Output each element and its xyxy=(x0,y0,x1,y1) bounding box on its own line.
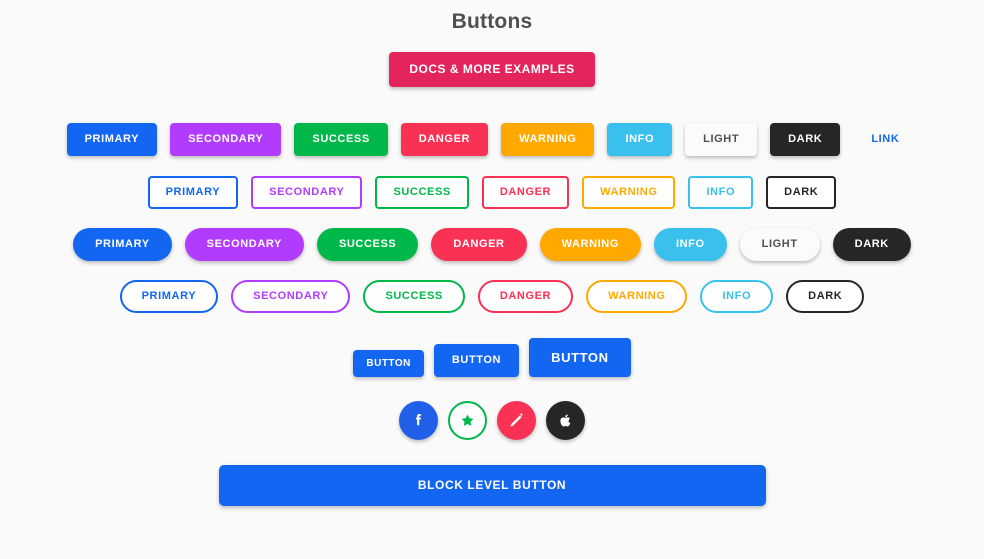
pill-button-light[interactable]: Light xyxy=(739,228,820,261)
button-large[interactable]: Button xyxy=(529,338,631,377)
pill-button-primary[interactable]: Primary xyxy=(73,228,172,261)
button-link[interactable]: Link xyxy=(853,123,917,156)
outline-button-success[interactable]: Success xyxy=(375,176,469,209)
page-title: Buttons xyxy=(451,10,533,33)
pill-outline-button-info[interactable]: Info xyxy=(700,280,774,313)
pill-outline-button-warning[interactable]: Warning xyxy=(586,280,688,313)
facebook-button[interactable] xyxy=(399,401,438,440)
pill-button-warning[interactable]: Warning xyxy=(539,228,641,261)
pill-buttons-row: Primary Secondary Success Danger Warning… xyxy=(73,228,911,261)
apple-icon xyxy=(557,412,574,429)
pill-button-info[interactable]: Info xyxy=(653,228,727,261)
pill-outline-button-dark[interactable]: Dark xyxy=(786,280,865,313)
button-medium[interactable]: Button xyxy=(433,344,520,377)
pill-outline-button-secondary[interactable]: Secondary xyxy=(231,280,351,313)
apple-button[interactable] xyxy=(546,401,585,440)
solid-buttons-row: Primary Secondary Success Danger Warning… xyxy=(66,123,918,156)
button-small[interactable]: Button xyxy=(353,350,424,377)
pencil-icon xyxy=(508,412,525,429)
star-button[interactable] xyxy=(448,401,487,440)
button-danger[interactable]: Danger xyxy=(400,123,489,156)
pill-button-dark[interactable]: Dark xyxy=(832,228,911,261)
outline-button-primary[interactable]: Primary xyxy=(147,176,239,209)
outline-buttons-row: Primary Secondary Success Danger Warning… xyxy=(147,176,837,209)
pill-outline-buttons-row: Primary Secondary Success Danger Warning… xyxy=(119,280,865,313)
button-success[interactable]: Success xyxy=(294,123,388,156)
outline-button-secondary[interactable]: Secondary xyxy=(251,176,363,209)
pill-button-danger[interactable]: Danger xyxy=(431,228,527,261)
outline-button-warning[interactable]: Warning xyxy=(582,176,676,209)
block-button-row: Block level button xyxy=(218,465,766,506)
pill-outline-button-danger[interactable]: Danger xyxy=(477,280,574,313)
facebook-icon xyxy=(409,411,428,430)
pill-button-secondary[interactable]: Secondary xyxy=(184,228,304,261)
button-secondary[interactable]: Secondary xyxy=(170,123,282,156)
docs-button-wrap: Docs & more examples xyxy=(389,52,595,87)
pill-outline-button-primary[interactable]: Primary xyxy=(119,280,219,313)
social-buttons-row xyxy=(399,401,585,440)
button-info[interactable]: Info xyxy=(607,123,673,156)
outline-button-dark[interactable]: Dark xyxy=(766,176,837,209)
pencil-button[interactable] xyxy=(497,401,536,440)
outline-button-info[interactable]: Info xyxy=(688,176,754,209)
pill-button-success[interactable]: Success xyxy=(316,228,419,261)
block-level-button[interactable]: Block level button xyxy=(218,465,766,506)
pill-outline-button-success[interactable]: Success xyxy=(363,280,465,313)
button-sizes-row: Button Button Button xyxy=(353,338,631,377)
button-dark[interactable]: Dark xyxy=(770,123,841,156)
docs-and-more-examples-button[interactable]: Docs & more examples xyxy=(389,52,595,87)
button-primary[interactable]: Primary xyxy=(66,123,158,156)
outline-button-danger[interactable]: Danger xyxy=(481,176,570,209)
button-warning[interactable]: Warning xyxy=(501,123,595,156)
star-icon xyxy=(459,412,476,429)
button-light[interactable]: Light xyxy=(685,123,758,156)
